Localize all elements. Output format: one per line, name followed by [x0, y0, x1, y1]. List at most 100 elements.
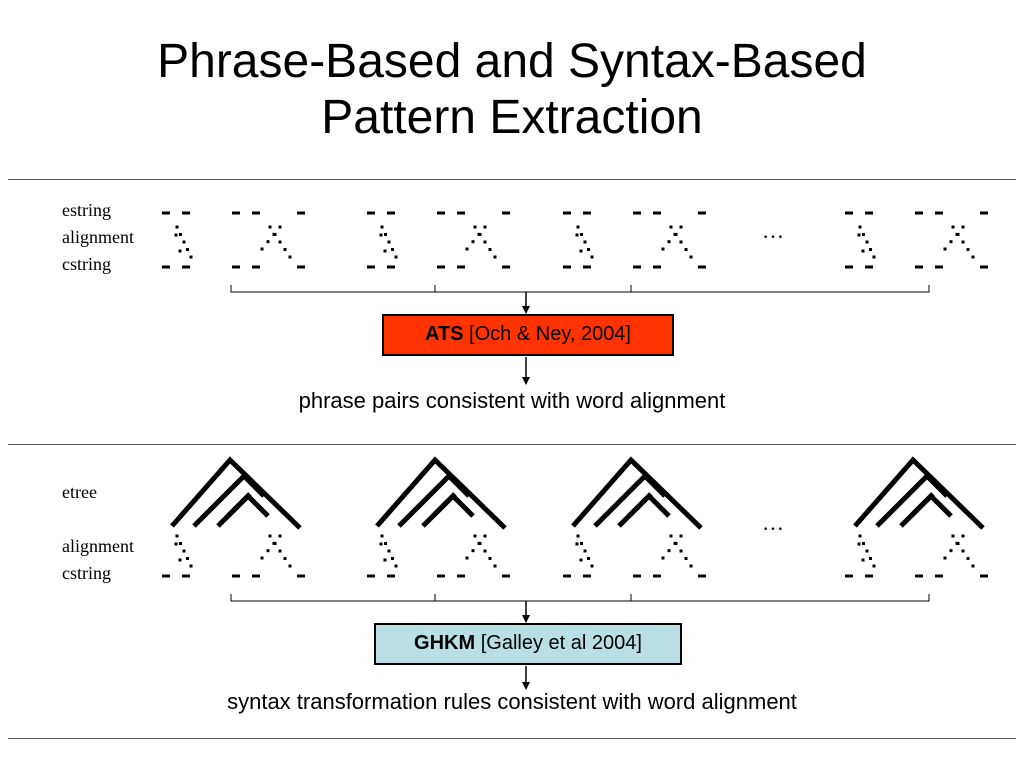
word-dash	[182, 265, 190, 269]
word-dash	[698, 574, 706, 578]
tree-branch	[192, 472, 266, 528]
word-dash	[437, 265, 445, 269]
alignment-dot	[483, 534, 487, 538]
word-dash	[915, 265, 923, 269]
alignment-dot	[380, 534, 384, 538]
alignment-dot	[379, 542, 383, 546]
alignment-dot	[661, 247, 665, 251]
word-dash	[367, 265, 375, 269]
word-dash	[633, 211, 641, 215]
alignment-dot	[384, 233, 387, 236]
alignment-dot	[865, 549, 869, 553]
word-dash	[457, 265, 465, 269]
word-dash	[980, 574, 988, 578]
alignment-dot	[278, 549, 282, 553]
alignment-dot	[186, 557, 189, 560]
alignment-dot	[288, 564, 292, 568]
tree-branch	[875, 472, 949, 528]
divider-middle	[8, 444, 1016, 445]
alignment-dot	[391, 248, 394, 251]
alignment-dot	[283, 248, 287, 251]
alignment-dot	[679, 240, 683, 244]
alignment-dot	[266, 240, 270, 244]
alignment-dot	[575, 542, 579, 546]
alignment-dot	[477, 232, 481, 236]
alignment-dot	[872, 255, 876, 259]
alignment-dot	[576, 534, 580, 538]
ghkm-description: syntax transformation rules consistent w…	[227, 689, 797, 714]
alignment-dot	[483, 240, 487, 244]
word-dash	[935, 574, 943, 578]
alignment-dot	[471, 549, 475, 553]
arrow-head	[522, 682, 530, 690]
alignment-dot	[465, 556, 469, 560]
alignment-dot	[473, 225, 477, 229]
slide-title: Phrase-Based and Syntax-Based Pattern Ex…	[0, 34, 1024, 146]
alignment-dot	[278, 225, 282, 229]
word-dash	[252, 265, 260, 269]
arrow-head	[522, 377, 530, 385]
brackets	[230, 285, 930, 690]
alignment-dot	[268, 534, 272, 538]
word-dash	[583, 211, 591, 215]
word-dash	[387, 211, 395, 215]
alignment-dot	[951, 225, 955, 229]
alignment-dot	[587, 248, 590, 251]
word-dash	[457, 211, 465, 215]
tree-branch	[397, 472, 471, 528]
ghkm-label: GHKM	[414, 632, 476, 654]
word-dash	[387, 265, 395, 269]
word-dash	[252, 211, 260, 215]
tree-branch	[431, 492, 475, 518]
word-dash	[583, 574, 591, 578]
word-dash	[232, 574, 240, 578]
tree-branch	[375, 456, 507, 530]
alignment-dot	[861, 558, 865, 562]
word-dash	[563, 211, 571, 215]
word-dash	[935, 265, 943, 269]
word-dash	[915, 574, 923, 578]
alignment-dot	[268, 225, 272, 229]
alignment-dot	[379, 233, 383, 237]
etree-label: etree	[62, 482, 97, 502]
alignment-dot	[178, 558, 182, 562]
word-dash	[232, 265, 240, 269]
alignment-dot	[590, 255, 594, 259]
alignment-dot	[380, 225, 384, 229]
alignment-dot	[971, 564, 975, 568]
tree-branch	[853, 456, 985, 530]
alignment-dot	[178, 249, 182, 253]
alignment-dot	[961, 534, 965, 538]
ats-box: ATS [Och & Ney, 2004]	[382, 314, 674, 356]
word-dash	[583, 265, 591, 269]
top-alignment-groups	[162, 211, 988, 269]
arrow-head	[522, 615, 530, 623]
alignment-dot	[394, 255, 398, 259]
alignment-dot	[862, 542, 865, 545]
alignment-dot	[488, 557, 492, 560]
word-dash	[865, 574, 873, 578]
alignment-dot	[673, 541, 677, 545]
word-dash	[182, 574, 190, 578]
tree-branch	[571, 456, 703, 530]
word-dash	[633, 574, 641, 578]
alignment-dot	[861, 249, 865, 253]
alignment-dot	[266, 549, 270, 553]
ats-label: ATS	[424, 323, 464, 345]
alignment-dot	[689, 255, 693, 259]
word-dash	[653, 265, 661, 269]
estring-label: estring	[62, 200, 111, 220]
word-dash	[297, 574, 305, 578]
alignment-dot	[384, 542, 387, 545]
alignment-dot	[394, 564, 398, 568]
alignment-dot	[179, 233, 182, 236]
alignment-dot	[949, 549, 953, 553]
alignment-dot	[679, 225, 683, 229]
alignment-dot	[679, 549, 683, 553]
alignment-dot	[387, 240, 391, 244]
alignment-dot	[862, 233, 865, 236]
alignment-dot	[483, 549, 487, 553]
alignment-dot	[260, 556, 264, 560]
alignment-dot	[575, 233, 579, 237]
ghkm-box: GHKM [Galley et al 2004]	[374, 623, 682, 665]
